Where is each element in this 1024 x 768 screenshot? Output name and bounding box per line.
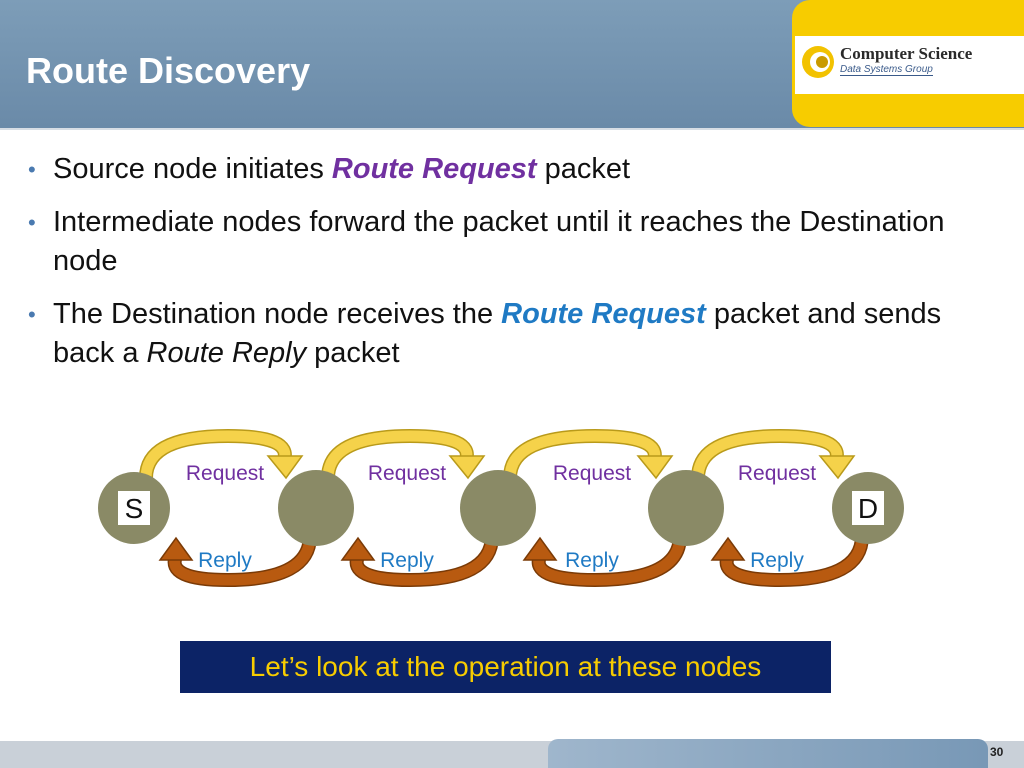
reply-arrowhead bbox=[158, 536, 194, 561]
request-arrowhead bbox=[266, 455, 304, 480]
reply-label: Reply bbox=[380, 549, 434, 572]
reply-label: Reply bbox=[198, 549, 252, 572]
reply-arrowhead bbox=[710, 536, 746, 561]
logo-subtitle: Data Systems Group bbox=[840, 64, 933, 76]
request-arrowhead bbox=[448, 455, 486, 480]
node-label: S bbox=[125, 493, 144, 524]
route-request-emphasis: Route Request bbox=[501, 298, 706, 330]
node-label: D bbox=[858, 493, 878, 524]
page-number: 30 bbox=[990, 745, 1004, 759]
request-arrowhead bbox=[818, 455, 856, 480]
route-reply-emphasis: Route Reply bbox=[146, 337, 307, 369]
reply-arrowhead bbox=[522, 536, 558, 561]
bullet-list: • Source node initiates Route Request pa… bbox=[28, 150, 988, 387]
bullet-item: • Intermediate nodes forward the packet … bbox=[28, 203, 988, 281]
request-label: Request bbox=[553, 462, 631, 485]
footer-accent bbox=[548, 739, 988, 768]
bullet-item: • Source node initiates Route Request pa… bbox=[28, 150, 988, 189]
reply-arrow bbox=[351, 535, 498, 586]
node-label-box bbox=[852, 491, 884, 525]
bullet-item: • The Destination node receives the Rout… bbox=[28, 295, 988, 373]
reply-arrow bbox=[169, 535, 316, 586]
logo-title: Computer Science bbox=[840, 44, 973, 63]
bullet-dot-icon: • bbox=[28, 157, 36, 182]
network-node bbox=[460, 470, 536, 546]
request-arrow bbox=[692, 430, 843, 479]
bullet-dot-icon: • bbox=[28, 210, 36, 235]
route-request-emphasis: Route Request bbox=[331, 153, 537, 185]
node-label-box bbox=[118, 491, 150, 525]
request-arrowhead bbox=[636, 455, 674, 480]
request-label: Request bbox=[186, 462, 264, 485]
reply-arrow bbox=[533, 535, 686, 586]
request-arrow bbox=[140, 430, 291, 479]
reply-arrowhead bbox=[340, 536, 376, 561]
reply-arrow bbox=[721, 535, 868, 586]
bullet-dot-icon: • bbox=[28, 302, 36, 327]
request-arrow bbox=[322, 430, 473, 479]
slide-title: Route Discovery bbox=[26, 50, 311, 91]
network-node bbox=[648, 470, 724, 546]
network-node bbox=[278, 470, 354, 546]
callout-banner: Let’s look at the operation at these nod… bbox=[180, 641, 831, 693]
reply-label: Reply bbox=[750, 549, 804, 572]
reply-label: Reply bbox=[565, 549, 619, 572]
logo-mark-icon bbox=[802, 46, 834, 78]
request-label: Request bbox=[738, 462, 816, 485]
request-label: Request bbox=[368, 462, 446, 485]
request-arrow bbox=[504, 430, 661, 479]
